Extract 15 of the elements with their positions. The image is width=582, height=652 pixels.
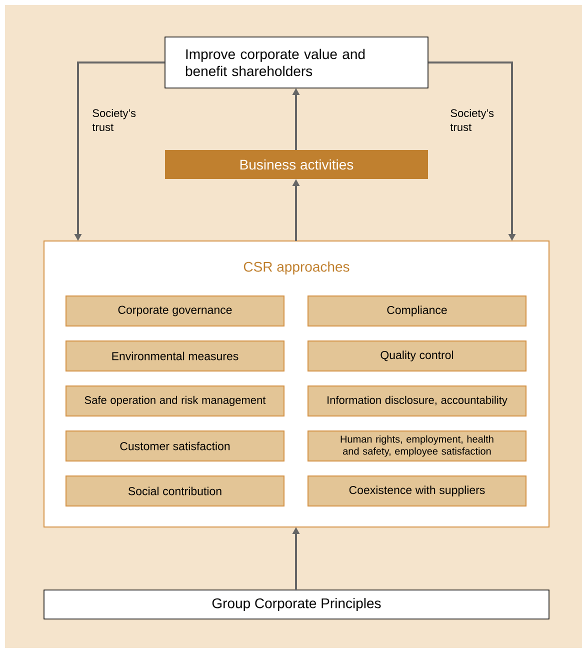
item-box: Quality control — [308, 340, 526, 372]
banner-box: Business activities — [165, 150, 428, 179]
item-box: Social contribution — [66, 476, 284, 506]
item-box: Safe operation and risk management — [66, 386, 284, 416]
item-box: Environmental measures — [66, 340, 284, 372]
edge-label: Society’s trust — [92, 108, 136, 132]
item-box: Compliance — [308, 296, 526, 326]
edge-label: Society’s trust — [450, 108, 494, 132]
item-box: Customer satisfaction — [66, 430, 284, 462]
item-box: Human rights, employment, health and safety, employee satisfaction — [308, 430, 526, 462]
goal-box: Improve corporate value and benefit shareholders — [164, 36, 428, 88]
goal-box: Group Corporate Principles — [44, 590, 550, 620]
item-box: Coexistence with suppliers — [308, 476, 526, 506]
item-box: Corporate governance — [66, 296, 284, 326]
item-box: Information disclosure, accountability — [308, 386, 526, 416]
